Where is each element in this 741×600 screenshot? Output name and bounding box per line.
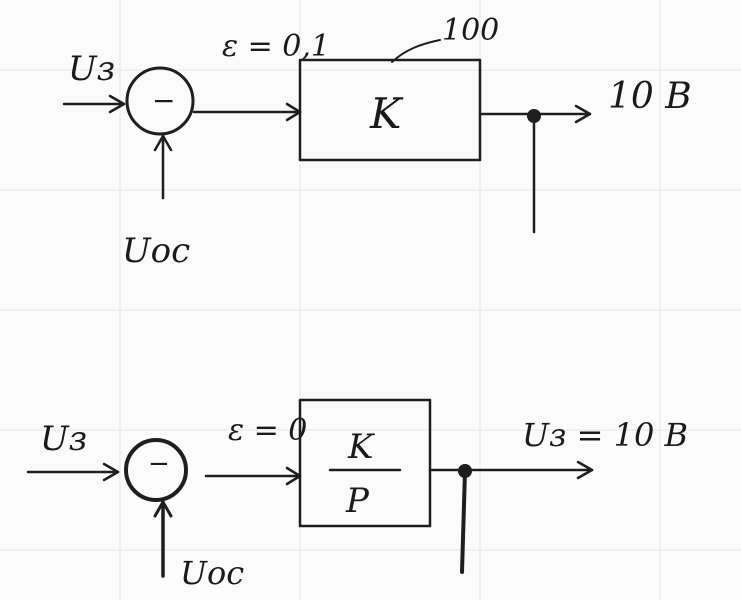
bottom-feedback-arrowhead (153, 500, 173, 518)
bottom-integrator-block (298, 398, 432, 528)
top-block-label: K (369, 89, 404, 138)
bottom-block-denominator: P (345, 481, 370, 521)
top-summer-sign: − (152, 84, 175, 117)
bottom-output-label: Uз = 10 В (522, 416, 688, 454)
bottom-error-label: ε = 0 (228, 413, 307, 448)
bottom-block-numerator: K (347, 427, 376, 467)
bottom-output-arrowhead (576, 460, 594, 480)
top-output-label: 10 В (608, 76, 692, 117)
top-error-label: ε = 0,1 (222, 29, 330, 64)
top-summing-junction (125, 66, 195, 136)
top-feedback-label: Uос (122, 231, 190, 271)
top-input-arrowhead (108, 94, 126, 114)
top-gain-pointer (391, 39, 441, 63)
top-gain-value: 100 (442, 13, 499, 48)
top-gain-block (298, 58, 482, 162)
top-diagram: Uз − Uос ε = 0,1 K 100 10 В (62, 13, 692, 271)
bottom-summing-junction (124, 438, 188, 502)
bottom-summer-sign: − (148, 449, 170, 479)
bottom-input-label: Uз (40, 419, 87, 459)
top-output-arrowhead (574, 104, 592, 124)
bottom-feedback-branch (460, 469, 467, 574)
bottom-feedback-label: Uос (180, 554, 244, 592)
top-feedback-arrowhead (153, 134, 173, 152)
bottom-diagram: Uз − Uос ε = 0 K P Uз = 10 В (26, 398, 688, 592)
top-input-label: Uз (68, 49, 115, 89)
bottom-input-arrowhead (102, 462, 120, 482)
